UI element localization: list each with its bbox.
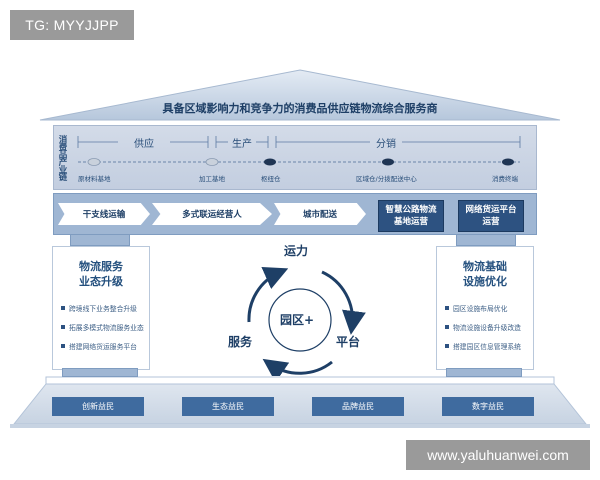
bullet-square-icon <box>61 325 65 329</box>
node-label-consumer: 消费终端 <box>492 175 518 183</box>
watermark-top: TG: MYYJJPP <box>10 10 134 40</box>
cycle-center-label: 园区+ <box>280 313 315 327</box>
left-pillar-item: 跨境线下业务整合升级 <box>61 303 149 313</box>
right-pillar-item: 园区设施布局优化 <box>445 303 533 313</box>
base-top-strip <box>45 376 555 385</box>
bullet-square-icon <box>61 344 65 348</box>
left-pillar-title-1: 物流服务 <box>79 260 123 273</box>
base-bottom-edge <box>10 424 590 428</box>
watermark-bottom: www.yaluhuanwei.com <box>406 440 590 470</box>
cycle-platform: 平台 <box>336 335 361 349</box>
node-regional-center <box>382 158 394 166</box>
roof-title: 具备区域影响力和竞争力的消费品供应链物流综合服务商 <box>162 102 438 115</box>
left-pillar-item-text: 拓展多模式物流服务业态 <box>69 324 144 332</box>
process-multimodal-operator: 多式联运经营人 <box>152 203 272 225</box>
process-freight-platform: 网络货运平台运营 <box>458 200 524 232</box>
process-highway-logistics-base-label: 智慧公路物流基地运营 <box>385 205 437 227</box>
left-pillar-item: 拓展多模式物流服务业态 <box>61 322 149 332</box>
bullet-square-icon <box>445 306 449 310</box>
cycle-capacity: 运力 <box>284 244 309 258</box>
right-pillar-item-text: 园区设施布局优化 <box>453 305 508 313</box>
process-city-delivery: 城市配送 <box>274 203 366 225</box>
cycle-arrow-left <box>247 267 289 323</box>
left-pillar-item-text: 跨境线下业务整合升级 <box>69 305 137 313</box>
base-ecology: 生态益民 <box>182 397 274 416</box>
left-pillar-title-2: 业态升级 <box>79 275 123 288</box>
node-raw-material <box>87 158 101 166</box>
node-consumer <box>502 158 514 166</box>
bullet-square-icon <box>445 325 449 329</box>
base-digital: 数字益民 <box>442 397 534 416</box>
supply-chain-side-label: 消费品产业链 <box>57 134 67 180</box>
right-pillar-cap <box>456 234 516 246</box>
right-pillar-foot <box>446 368 522 377</box>
left-pillar: 物流服务 业态升级 跨境线下业务整合升级 拓展多模式物流服务业态 搭建网络货运服… <box>52 246 150 370</box>
right-pillar: 物流基础 设施优化 园区设施布局优化 物流设施设备升级改造 搭建园区信息管理系统 <box>436 246 534 370</box>
process-highway-logistics-base: 智慧公路物流基地运营 <box>378 200 444 232</box>
left-pillar-cap <box>70 234 130 246</box>
right-pillar-title-2: 设施优化 <box>463 275 507 288</box>
segment-distribution: 分销 <box>376 139 396 150</box>
node-label-regional-center: 区域仓/分拨配送中心 <box>356 175 417 183</box>
supply-chain-lines <box>77 136 521 166</box>
cycle-center-circle <box>268 288 332 352</box>
bullet-square-icon <box>445 344 449 348</box>
base-innovation: 创新益民 <box>52 397 144 416</box>
segment-production: 生产 <box>232 139 252 150</box>
node-processing <box>205 158 219 166</box>
segment-supply: 供应 <box>134 139 154 150</box>
process-trunk-transport: 干支线运输 <box>58 203 150 225</box>
process-freight-platform-label: 网络货运平台运营 <box>465 205 517 227</box>
cycle-arrow-bottom <box>262 358 333 376</box>
right-pillar-title-1: 物流基础 <box>463 260 507 273</box>
node-hub-warehouse <box>264 158 276 166</box>
roof <box>39 69 561 121</box>
cycle-service: 服务 <box>228 335 253 349</box>
cycle-diagram <box>247 267 366 376</box>
left-pillar-foot <box>62 368 138 377</box>
right-pillar-item-text: 物流设施设备升级改造 <box>453 324 521 332</box>
right-pillar-item: 搭建园区信息管理系统 <box>445 341 533 351</box>
right-pillar-item: 物流设施设备升级改造 <box>445 322 533 332</box>
node-label-raw-material: 原材料基地 <box>78 175 111 183</box>
cycle-arrow-right <box>321 270 366 335</box>
node-label-processing: 加工基地 <box>199 175 225 183</box>
supply-chain-band <box>53 125 537 190</box>
bullet-square-icon <box>61 306 65 310</box>
left-pillar-item-text: 搭建网络货运服务平台 <box>69 343 137 351</box>
base-brand: 品牌益民 <box>312 397 404 416</box>
left-pillar-item: 搭建网络货运服务平台 <box>61 341 149 351</box>
right-pillar-item-text: 搭建园区信息管理系统 <box>453 343 521 351</box>
node-label-hub-warehouse: 枢纽仓 <box>261 175 281 183</box>
